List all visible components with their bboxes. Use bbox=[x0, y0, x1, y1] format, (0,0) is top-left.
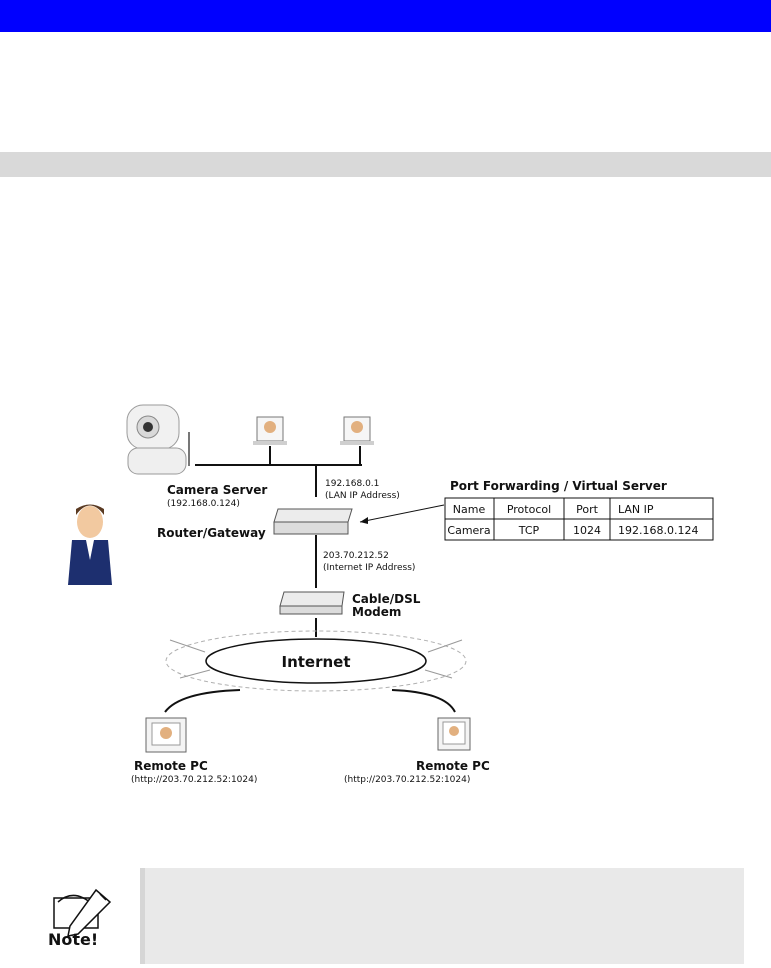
modem-icon bbox=[279, 591, 345, 615]
table-header-port: Port bbox=[576, 503, 598, 516]
camera-icon bbox=[126, 404, 190, 475]
network-diagram: Camera Server (192.168.0.124) 192.168.0.… bbox=[68, 404, 714, 785]
wan-ip-label: (Internet IP Address) bbox=[323, 563, 415, 573]
internet-label: Internet bbox=[281, 653, 350, 671]
lan-ip-label: (LAN IP Address) bbox=[325, 491, 400, 501]
port-forwarding-title: Port Forwarding / Virtual Server bbox=[450, 479, 667, 493]
remote-pc-icon bbox=[145, 717, 187, 753]
router-label: Router/Gateway bbox=[157, 526, 266, 540]
table-cell-lan-ip: 192.168.0.124 bbox=[618, 524, 698, 537]
router-icon bbox=[273, 508, 353, 535]
header-bar bbox=[0, 0, 771, 32]
table-header-name: Name bbox=[453, 503, 486, 516]
port-forwarding-table bbox=[444, 497, 714, 541]
remote-pc-icon bbox=[437, 717, 471, 751]
remote-pc-2-url: (http://203.70.212.52:1024) bbox=[344, 775, 470, 785]
table-cell-protocol: TCP bbox=[518, 524, 540, 537]
internet-cloud-icon bbox=[165, 630, 467, 692]
section-bar bbox=[0, 152, 771, 177]
table-header-protocol: Protocol bbox=[507, 503, 551, 516]
user-figure-icon bbox=[68, 504, 112, 585]
camera-server-ip: (192.168.0.124) bbox=[167, 499, 240, 509]
lan-pc-icon bbox=[253, 416, 287, 445]
wan-ip: 203.70.212.52 bbox=[323, 551, 389, 561]
remote-pc-1-url: (http://203.70.212.52:1024) bbox=[131, 775, 257, 785]
lan-ip: 192.168.0.1 bbox=[325, 479, 379, 489]
note-label: Note! bbox=[48, 930, 99, 949]
modem-label-line2: Modem bbox=[352, 605, 401, 619]
remote-pc-1-label: Remote PC bbox=[134, 759, 208, 773]
camera-server-label: Camera Server bbox=[167, 483, 267, 497]
remote-pc-2-label: Remote PC bbox=[416, 759, 490, 773]
table-header-lan-ip: LAN IP bbox=[618, 503, 654, 516]
table-cell-port: 1024 bbox=[573, 524, 601, 537]
table-cell-name: Camera bbox=[447, 524, 490, 537]
note-box bbox=[140, 868, 744, 964]
lan-pc-icon bbox=[340, 416, 374, 445]
pencil-note-icon bbox=[53, 888, 112, 937]
modem-label-line1: Cable/DSL bbox=[352, 592, 421, 606]
